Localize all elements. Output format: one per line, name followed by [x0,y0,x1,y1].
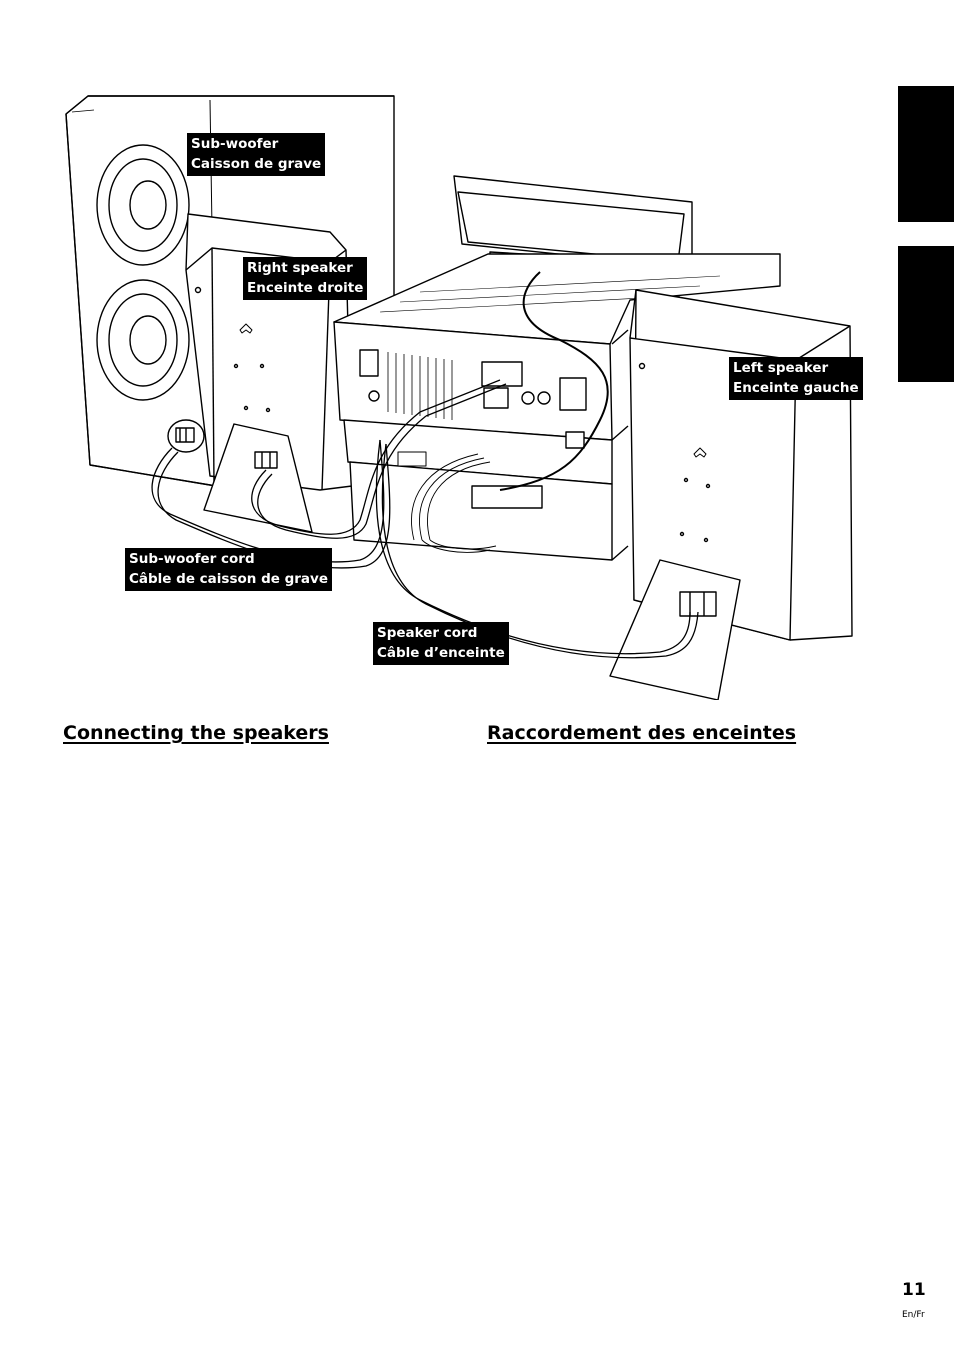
label-left-speaker: Left speaker Enceinte gauche [729,357,863,400]
label-subwoofer-cord: Sub-woofer cord Câble de caisson de grav… [125,548,332,591]
language-tab-french [898,246,954,382]
label-line: Sub-woofer cord [129,551,255,567]
label-line: Câble d’enceinte [377,645,505,661]
language-tab-english [898,86,954,222]
display-cable [499,271,609,491]
label-line: Enceinte droite [247,280,364,296]
left-speaker [609,289,853,700]
label-line: Câble de caisson de grave [129,571,328,587]
ribbon-cable [411,453,497,553]
page-number: 11 [902,1280,926,1300]
label-line: Caisson de grave [191,156,322,172]
label-line: Enceinte gauche [733,380,859,396]
main-unit-stack [333,253,781,561]
label-line: Left speaker [733,360,829,376]
label-line: Speaker cord [377,625,478,641]
language-code: En/Fr [902,1310,925,1320]
subwoofer-terminal [167,419,205,453]
label-line: Sub-woofer [191,136,279,152]
speaker-connection-illustration [65,95,853,700]
heading-french: Raccordement des enceintes [487,722,797,744]
label-subwoofer: Sub-woofer Caisson de grave [187,133,326,176]
woofer-lower [96,279,190,401]
label-line: Right speaker [247,260,353,276]
label-right-speaker: Right speaker Enceinte droite [243,257,368,300]
vent-slots [387,352,453,420]
heading-english: Connecting the speakers [63,722,329,744]
woofer-upper [96,144,190,266]
label-speaker-cord: Speaker cord Câble d’enceinte [373,622,509,665]
